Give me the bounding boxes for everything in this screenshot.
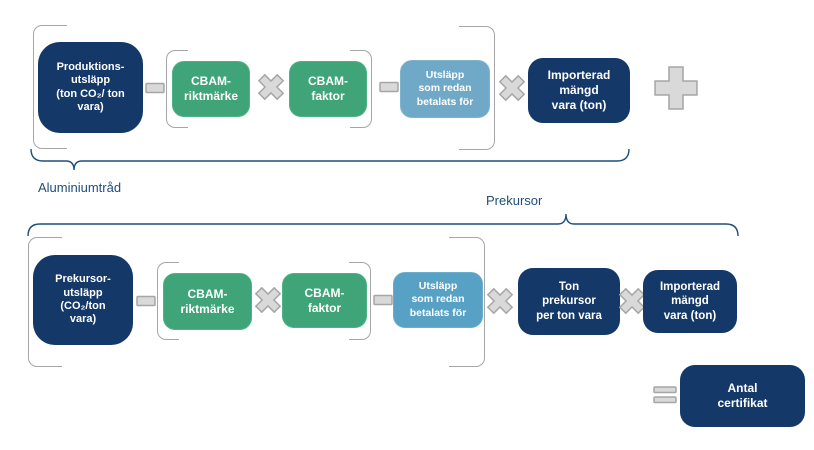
row1-cbam-factor-box: CBAM- faktor	[289, 61, 367, 117]
minus-icon	[145, 81, 165, 99]
minus-icon	[373, 293, 393, 311]
row2-inner-bracket-open	[157, 262, 179, 340]
result-certificates-box: Antal certifikat	[680, 365, 805, 427]
row1-cbam-benchmark-box: CBAM- riktmärke	[172, 61, 250, 117]
row1-inner-bracket-close	[350, 50, 372, 128]
plus-icon	[654, 66, 698, 115]
row1-brace	[30, 148, 630, 171]
row1-group-label: Aluminiumtråd	[38, 180, 122, 195]
row1-outer-bracket-open	[33, 25, 67, 149]
row2-precursor-box: Prekursor- utsläpp (CO₂/ton vara)	[33, 255, 133, 345]
row1-production-box: Produktions- utsläpp (ton CO₂/ ton vara)	[38, 42, 143, 133]
row2-outer-bracket-close	[449, 237, 485, 367]
multiply-icon	[618, 287, 646, 320]
row2-imported-amount-box: Importerad mängd vara (ton)	[643, 270, 737, 333]
row2-cbam-factor-box: CBAM- faktor	[282, 273, 367, 328]
multiply-icon	[257, 73, 285, 106]
minus-icon	[136, 294, 156, 312]
row1-imported-amount-box: Importerad mängd vara (ton)	[528, 58, 630, 123]
minus-icon	[379, 80, 399, 98]
multiply-icon	[498, 74, 526, 107]
row2-cbam-benchmark-box: CBAM- riktmärke	[163, 273, 252, 330]
row2-inner-bracket-close	[349, 262, 371, 340]
row1-inner-bracket-open	[166, 50, 188, 128]
row2-group-label: Prekursor	[486, 193, 543, 208]
row2-emissions-paid-box: Utsläpp som redan betalats för	[393, 272, 483, 328]
row2-outer-bracket-open	[28, 237, 62, 367]
multiply-icon	[486, 287, 514, 320]
multiply-icon	[254, 286, 282, 319]
equals-icon	[653, 386, 679, 411]
row1-outer-bracket-close	[459, 26, 495, 150]
row2-brace	[27, 213, 739, 237]
row1-emissions-paid-box: Utsläpp som redan betalats för	[400, 60, 490, 118]
row2-tons-precursor-box: Ton prekursor per ton vara	[518, 268, 620, 335]
